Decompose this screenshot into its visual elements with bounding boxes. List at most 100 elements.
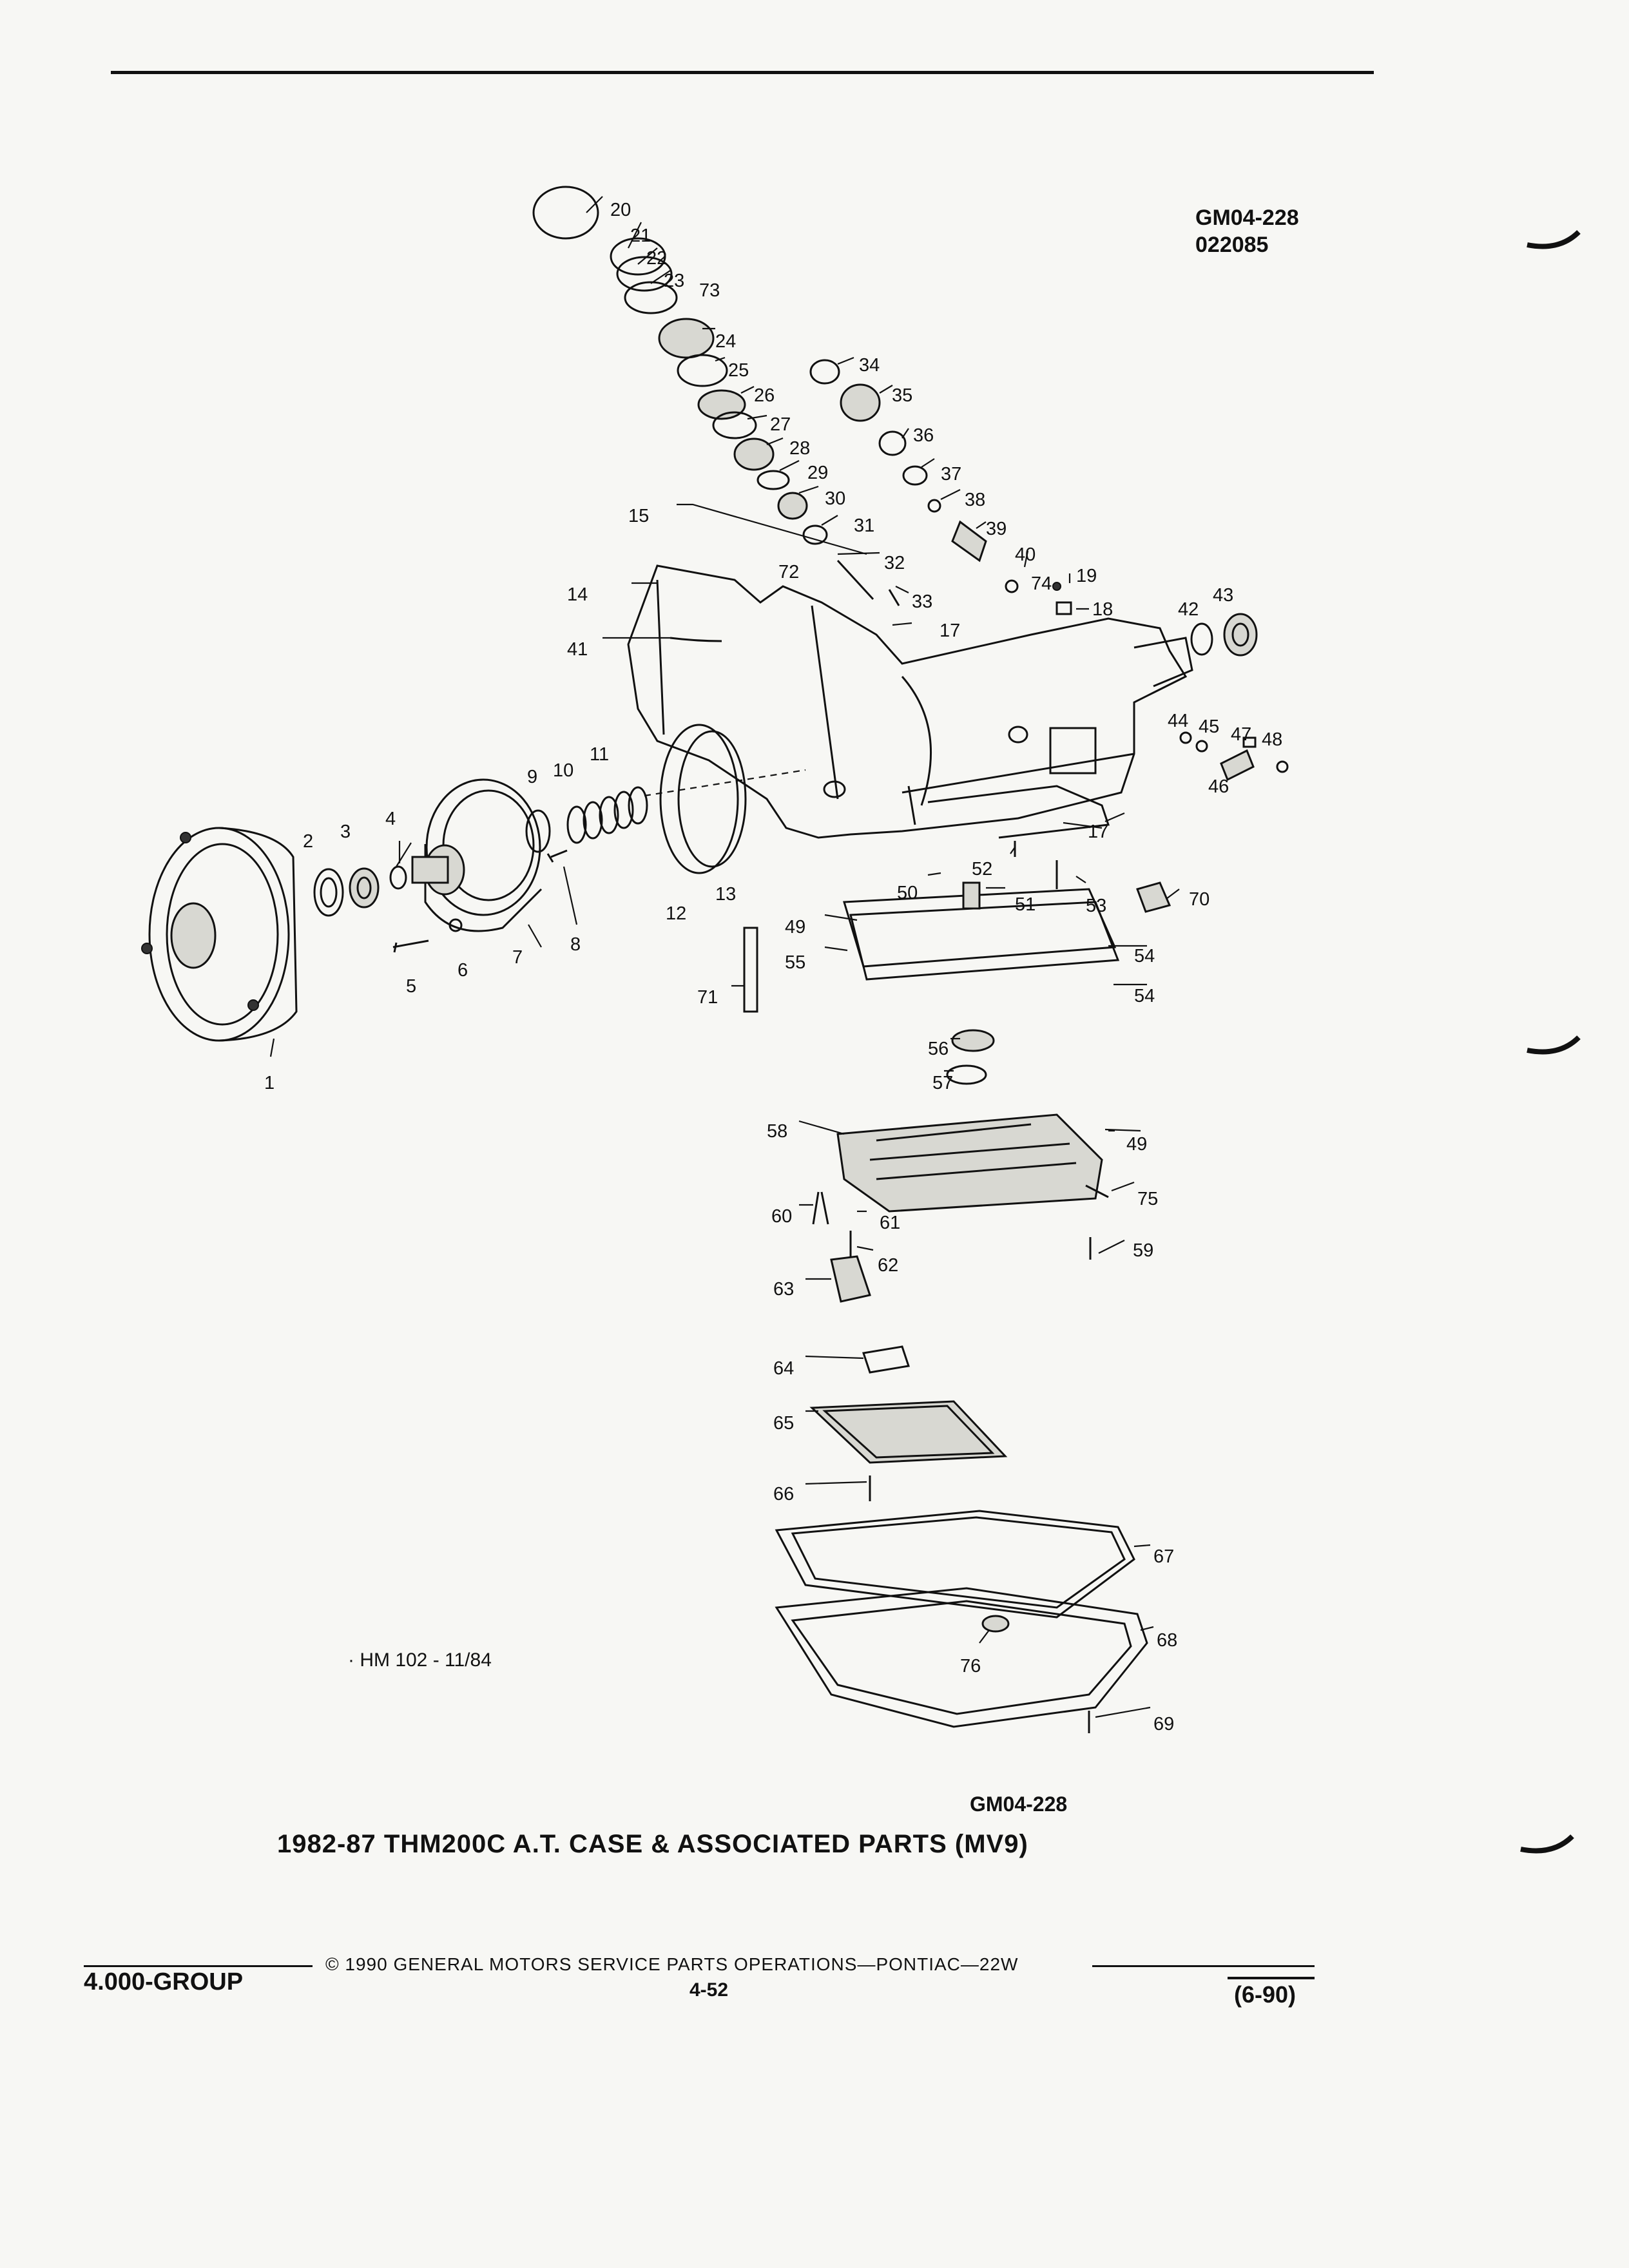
callout-8: 8 xyxy=(570,934,581,955)
callout-49: 49 xyxy=(785,917,806,937)
callout-1: 1 xyxy=(264,1073,275,1093)
detent-63 xyxy=(830,1255,871,1303)
callout-17: 17 xyxy=(1088,822,1109,842)
callout-30: 30 xyxy=(825,488,846,509)
figure-caption: 1982-87 THM200C A.T. CASE & ASSOCIATED P… xyxy=(277,1830,1028,1858)
torque-converter xyxy=(141,827,298,1042)
callout-38: 38 xyxy=(965,490,986,510)
callout-41: 41 xyxy=(567,639,588,660)
callout-23: 23 xyxy=(664,271,685,291)
figure-id: GM04-228 xyxy=(1195,206,1299,230)
callout-9: 9 xyxy=(527,767,538,787)
callout-76: 76 xyxy=(960,1656,981,1677)
drain-76 xyxy=(981,1615,1010,1633)
callout-64: 64 xyxy=(773,1358,795,1379)
ring-11a xyxy=(599,796,619,834)
callout-34: 34 xyxy=(859,355,880,376)
callout-71: 71 xyxy=(697,987,718,1008)
sensor-46 xyxy=(1220,749,1255,782)
callout-12: 12 xyxy=(666,903,687,924)
callout-55: 55 xyxy=(785,952,806,973)
footer-group: 4.000-GROUP xyxy=(84,1968,244,1995)
callout-62: 62 xyxy=(878,1255,899,1276)
footer-page-number: 4-52 xyxy=(689,1979,729,2001)
callout-39: 39 xyxy=(986,519,1007,539)
bottom-figure-id: GM04-228 xyxy=(970,1792,1068,1816)
transmission-case xyxy=(627,564,1193,839)
bolt-5 xyxy=(392,939,429,953)
callout-17: 17 xyxy=(940,620,961,641)
callout-51: 51 xyxy=(1015,894,1036,915)
pump-assembly xyxy=(411,778,551,932)
callout-60: 60 xyxy=(771,1206,793,1227)
callout-61: 61 xyxy=(880,1213,901,1233)
callout-18: 18 xyxy=(1092,599,1113,620)
callout-65: 65 xyxy=(773,1413,795,1434)
pin-71 xyxy=(743,927,758,1013)
callout-48: 48 xyxy=(1262,729,1283,750)
callout-47: 47 xyxy=(1231,724,1252,745)
ring-10 xyxy=(583,801,603,840)
gasket-12 xyxy=(659,724,739,874)
callout-7: 7 xyxy=(512,947,523,968)
callout-10: 10 xyxy=(553,760,574,781)
footer-date: (6-90) xyxy=(1234,1981,1296,2008)
oil-pan xyxy=(775,1587,1148,1728)
top-rule xyxy=(111,71,1374,74)
callout-36: 36 xyxy=(913,425,934,446)
washer-4 xyxy=(389,865,407,890)
callout-40: 40 xyxy=(1015,544,1036,565)
callout-6: 6 xyxy=(458,960,468,981)
seal-13 xyxy=(677,730,747,868)
ring-57 xyxy=(946,1064,987,1085)
leader-lines xyxy=(269,196,1180,1718)
footer-copyright: © 1990 GENERAL MOTORS SERVICE PARTS OPER… xyxy=(325,1954,1019,1974)
sensor-70 xyxy=(1136,881,1171,913)
spacer-plate xyxy=(843,888,1117,968)
callout-13: 13 xyxy=(715,884,737,905)
callout-33: 33 xyxy=(912,591,933,612)
callout-28: 28 xyxy=(789,438,811,459)
callout-53: 53 xyxy=(1086,896,1107,916)
callout-14: 14 xyxy=(567,584,588,605)
callout-67: 67 xyxy=(1153,1546,1175,1567)
seal-43 xyxy=(1223,613,1258,657)
callout-50: 50 xyxy=(897,883,918,903)
callout-2: 2 xyxy=(303,831,314,852)
callout-57: 57 xyxy=(932,1073,954,1093)
footer-rule-left xyxy=(84,1965,313,1967)
vent-tube-41 xyxy=(670,637,722,642)
callout-58: 58 xyxy=(767,1121,788,1142)
callout-69: 69 xyxy=(1153,1714,1175,1735)
callout-74: 74 xyxy=(1031,573,1052,594)
callout-4: 4 xyxy=(385,809,396,829)
callout-66: 66 xyxy=(773,1484,795,1504)
callout-37: 37 xyxy=(941,464,962,485)
callout-19: 19 xyxy=(1076,566,1097,586)
callout-27: 27 xyxy=(770,414,791,435)
bushing-3 xyxy=(349,867,380,908)
seal-2 xyxy=(313,868,344,917)
clip-75 xyxy=(1085,1184,1109,1198)
callout-20: 20 xyxy=(610,200,631,220)
valve-body xyxy=(836,1113,1103,1213)
callout-11: 11 xyxy=(590,744,610,765)
callout-45: 45 xyxy=(1199,716,1220,737)
callout-42: 42 xyxy=(1178,599,1199,620)
callout-24: 24 xyxy=(715,331,737,352)
footer-rule-right xyxy=(1092,1965,1315,1967)
callout-25: 25 xyxy=(728,360,749,381)
callout-68: 68 xyxy=(1157,1630,1178,1651)
plate-64 xyxy=(862,1345,910,1374)
callout-54: 54 xyxy=(1134,946,1155,966)
callout-49: 49 xyxy=(1126,1134,1148,1155)
callout-63: 63 xyxy=(773,1279,795,1300)
callout-70: 70 xyxy=(1189,889,1210,910)
filter-51 xyxy=(962,881,981,910)
callout-59: 59 xyxy=(1133,1240,1154,1261)
callout-44: 44 xyxy=(1168,711,1189,731)
ring-9 xyxy=(566,805,587,844)
callout-5: 5 xyxy=(406,976,417,997)
washer-6 xyxy=(448,918,463,932)
callout-3: 3 xyxy=(340,822,351,842)
